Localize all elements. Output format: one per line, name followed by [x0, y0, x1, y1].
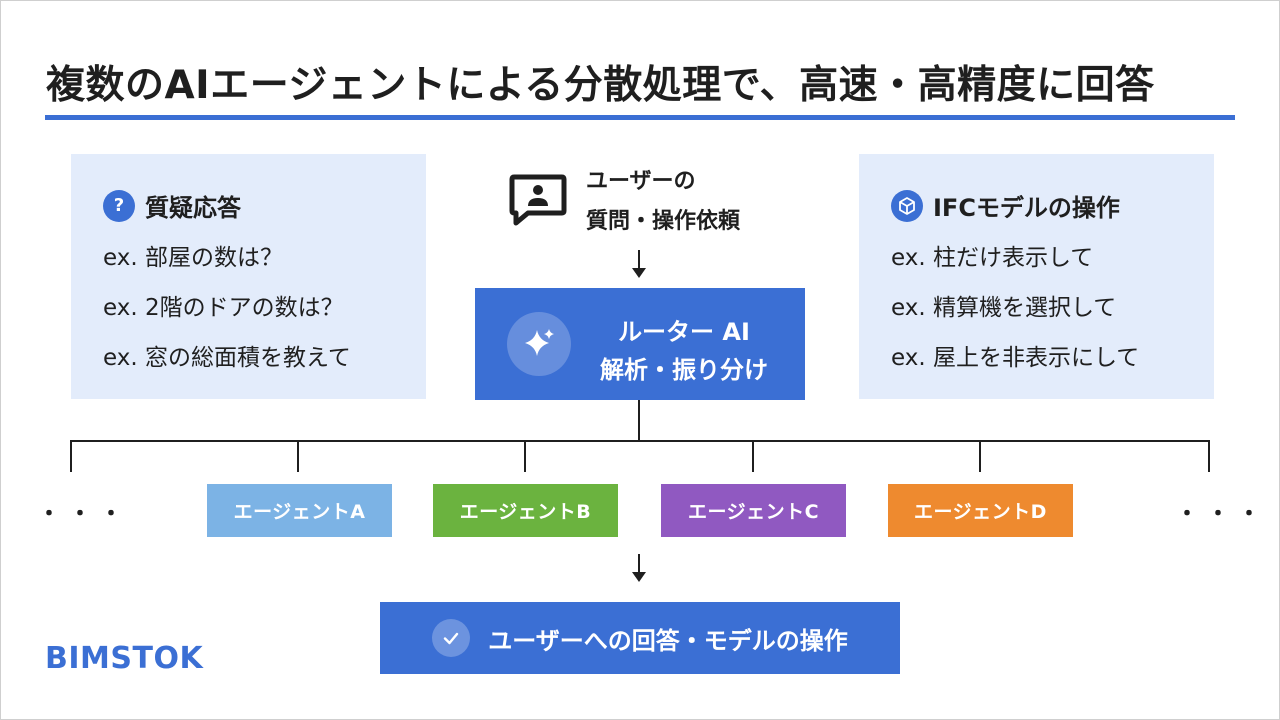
- ellipsis-left: ・・・: [38, 502, 132, 527]
- router-ai-box: ルーター AI 解析・振り分け: [475, 288, 805, 400]
- check-icon: [432, 619, 471, 657]
- router-stem: [638, 400, 640, 440]
- question-icon: ?: [103, 189, 135, 222]
- answer-label: ユーザーへの回答・モデルの操作: [488, 626, 848, 655]
- slide-title: 複数のAIエージェントによる分散処理で、高速・高精度に回答: [46, 63, 1155, 108]
- ifc-panel-title: IFCモデルの操作: [933, 194, 1120, 222]
- qa-panel-header: ? 質疑応答: [103, 188, 241, 223]
- router-title: ルーター AI: [618, 318, 750, 346]
- user-request-line2: 質問・操作依頼: [586, 209, 741, 234]
- branch-bar: [70, 440, 1210, 442]
- qa-panel-title: 質疑応答: [145, 194, 241, 222]
- sparkle-icon: [507, 312, 571, 376]
- ifc-panel: IFCモデルの操作 ex. 柱だけ表示して ex. 精算機を選択して ex. 屋…: [859, 154, 1214, 399]
- user-request-line1: ユーザーの: [586, 169, 696, 194]
- user-request: ユーザーの 質問・操作依頼: [508, 162, 740, 242]
- qa-example-2: ex. 2階のドアの数は？: [103, 295, 344, 321]
- ifc-panel-header: IFCモデルの操作: [891, 188, 1120, 223]
- branch-drop-6: [1208, 440, 1210, 472]
- arrow-to-router: [632, 250, 646, 278]
- ifc-example-1: ex. 柱だけ表示して: [891, 245, 1094, 271]
- agent-a: エージェントA: [207, 484, 392, 537]
- user-message-icon: [508, 172, 568, 232]
- user-request-text: ユーザーの 質問・操作依頼: [586, 162, 740, 242]
- cube-icon: [891, 189, 923, 222]
- branch-drop-5: [979, 440, 981, 472]
- branch-drop-2: [297, 440, 299, 472]
- qa-example-1: ex. 部屋の数は？: [103, 245, 283, 271]
- agent-b: エージェントB: [433, 484, 618, 537]
- title-underline: [45, 115, 1235, 120]
- qa-example-3: ex. 窓の総面積を教えて: [103, 345, 351, 371]
- ifc-example-3: ex. 屋上を非表示にして: [891, 345, 1140, 371]
- agent-d: エージェントD: [888, 484, 1073, 537]
- answer-box: ユーザーへの回答・モデルの操作: [380, 602, 900, 674]
- brand-logo: BIMSTOK: [45, 641, 204, 676]
- ellipsis-right: ・・・: [1176, 502, 1270, 527]
- agent-c: エージェントC: [661, 484, 846, 537]
- branch-drop-4: [752, 440, 754, 472]
- qa-panel: ? 質疑応答 ex. 部屋の数は？ ex. 2階のドアの数は？ ex. 窓の総面…: [71, 154, 426, 399]
- branch-drop-1: [70, 440, 72, 472]
- ifc-example-2: ex. 精算機を選択して: [891, 295, 1117, 321]
- router-subtitle: 解析・振り分け: [600, 356, 768, 384]
- branch-drop-3: [524, 440, 526, 472]
- arrow-to-answer: [632, 554, 646, 582]
